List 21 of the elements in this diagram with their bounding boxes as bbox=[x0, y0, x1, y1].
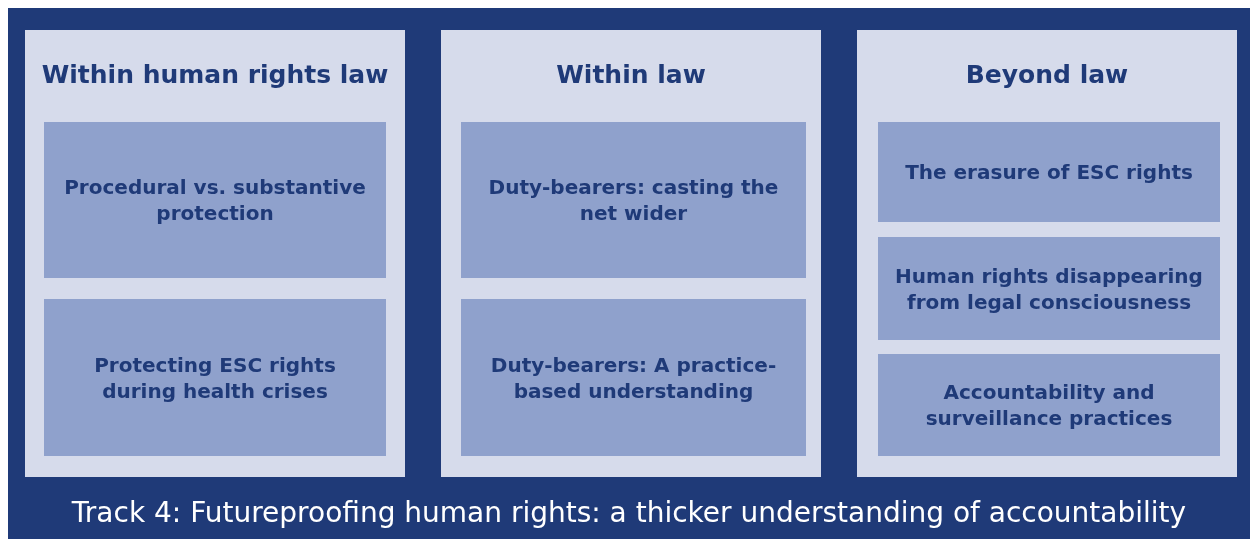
topic-text: Protecting ESC rights during health crises bbox=[93, 351, 337, 404]
topic-box bbox=[461, 122, 806, 278]
topic-box bbox=[44, 122, 386, 278]
column-heading: Beyond law bbox=[964, 60, 1130, 89]
topic-text: Human rights disappearing from legal consciousness bbox=[894, 262, 1204, 315]
topic-text: The erasure of ESC rights bbox=[904, 159, 1194, 185]
topic-text: Duty-bearers: casting the net wider bbox=[487, 174, 780, 226]
topic-box bbox=[44, 299, 386, 456]
column-panel bbox=[441, 30, 821, 477]
topic-box bbox=[878, 122, 1220, 222]
column-panel bbox=[25, 30, 405, 477]
topic-box bbox=[878, 237, 1220, 340]
topic-text: Accountability and surveillance practices bbox=[924, 379, 1174, 431]
topic-text: Procedural vs. substantive protection bbox=[63, 174, 367, 226]
topic-text: Duty-bearers: A practice-based understanding bbox=[489, 351, 778, 404]
column-heading: Within law bbox=[555, 60, 707, 89]
column-heading: Within human rights law bbox=[40, 60, 390, 89]
column-panel bbox=[857, 30, 1237, 477]
topic-box bbox=[461, 299, 806, 456]
title: Track 4: Futureproofing human rights: a thicker understanding of accountability bbox=[70, 496, 1188, 529]
topic-box bbox=[878, 354, 1220, 456]
